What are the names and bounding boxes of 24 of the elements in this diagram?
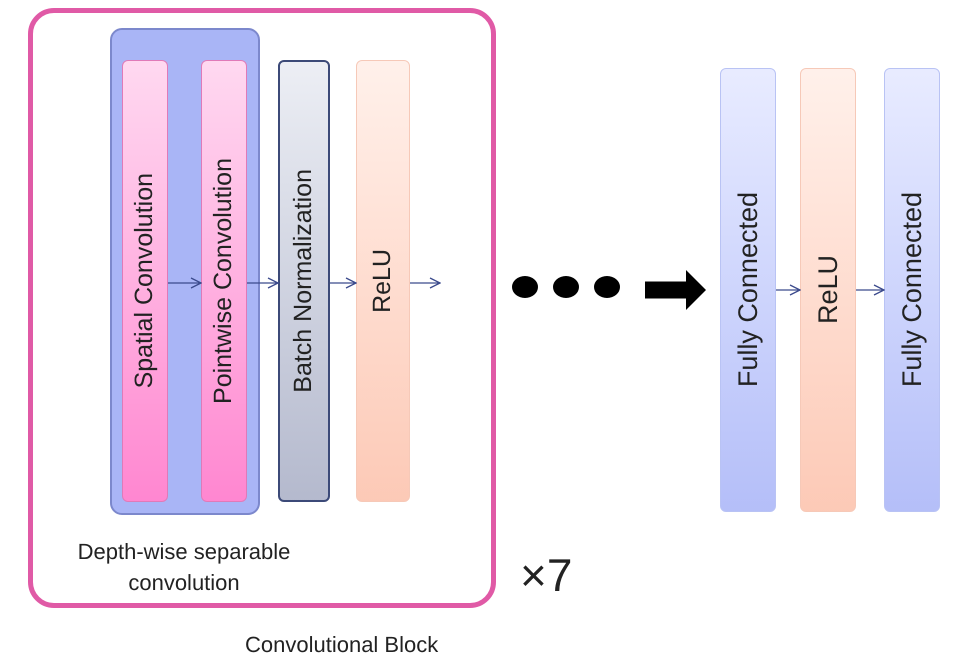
layer-bar — [122, 60, 168, 502]
arrow — [776, 284, 801, 296]
layer-bar — [201, 60, 247, 502]
layer-label: Spatial Convolution — [129, 173, 160, 389]
repeat-count: ×7 — [520, 552, 572, 598]
arrow — [330, 277, 357, 289]
layer-label: ReLU — [367, 249, 398, 313]
layer-label: Pointwise Convolution — [208, 158, 238, 404]
arrow — [410, 277, 441, 289]
layer-bar — [884, 68, 940, 512]
layer-bar — [800, 68, 856, 512]
layer-bar — [278, 60, 330, 502]
arrow — [856, 284, 885, 296]
layer-label: Fully Connected — [732, 192, 764, 388]
arrow — [247, 277, 279, 289]
layer-label: Batch Normalization — [288, 169, 318, 393]
layer-label: ReLU — [812, 255, 844, 325]
block-caption: Convolutional Block — [245, 631, 438, 659]
arrow — [168, 277, 202, 289]
layer-label: Fully Connected — [896, 192, 928, 388]
arrow — [645, 270, 706, 310]
layer-bar — [356, 60, 410, 502]
group-caption: Depth-wise separable convolution — [76, 538, 292, 597]
layer-bar — [720, 68, 776, 512]
